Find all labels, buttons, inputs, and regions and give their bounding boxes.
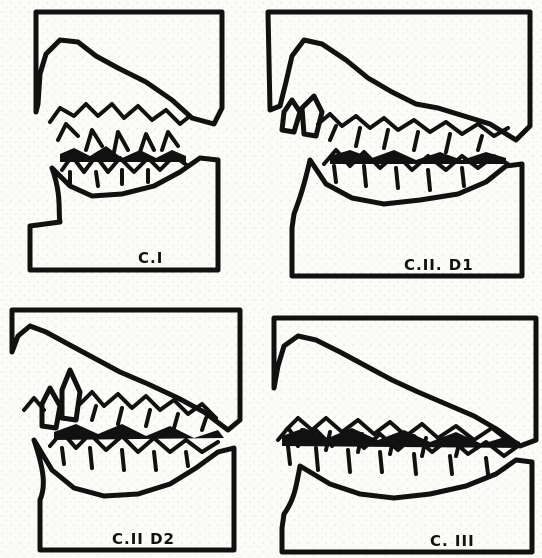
panel-label-class-2-div-1: C.II. D1	[404, 256, 474, 274]
panel-label-class-2-div-2: C.II D2	[112, 530, 175, 548]
panel-label-class-1: C.I	[138, 249, 163, 267]
panel-label-class-3: C. III	[430, 532, 475, 550]
